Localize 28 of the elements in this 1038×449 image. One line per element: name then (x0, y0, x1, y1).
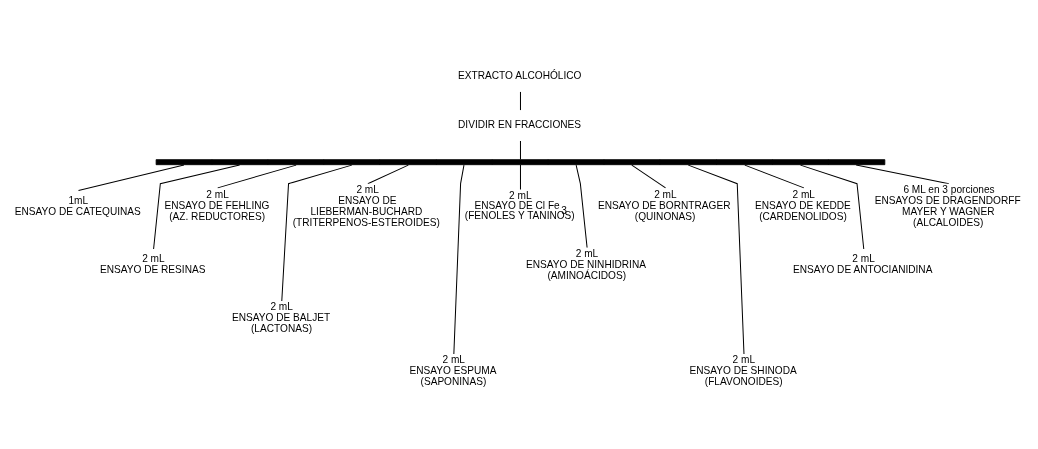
connector (78, 164, 185, 191)
connector (631, 164, 667, 188)
connector (687, 164, 745, 355)
connector (367, 164, 409, 184)
connector (744, 164, 805, 188)
node-text: 6 ML en 3 porciones ENSAYOS DE DRAGENDORFF MAYER Y WAGNER (ALCALOIDES) (874, 183, 1021, 228)
node-text: 2 mL ENSAYO DE ANTOCIANIDINA (792, 252, 933, 275)
node-text: 2 mL ENSAYO DE RESINAS (100, 252, 206, 275)
connector (519, 164, 521, 190)
connector (519, 139, 521, 160)
connector (800, 164, 865, 250)
node-text: 2 mL ENSAYO DE BALJET (LACTONAS) (232, 300, 331, 334)
connector (153, 164, 241, 250)
node-text: EXTRACTO ALCOHÓLICO (458, 69, 582, 81)
node-text: 2 mL ENSAYO DE NINHIDRINA (AMINOÁCIDOS) (525, 247, 646, 281)
connector (217, 164, 297, 188)
node-text: DIVIDIR EN FRACCIONES (458, 118, 582, 130)
node-text: 2 mL ENSAYO DE FEHLING (AZ. REDUCTORES) (164, 188, 270, 222)
node-text: 1mL ENSAYO DE CATEQUINAS (14, 194, 141, 217)
node-text: 2 mL ENSAYO DE SHINODA (FLAVONOIDES) (689, 353, 797, 387)
connector (281, 164, 353, 301)
connector (519, 90, 521, 111)
node-text: 2 mL ENSAYO DE LIEBERMAN-BUCHARD (TRITERPENOS-ESTEROIDES) (292, 183, 440, 228)
node-text: 2 mL ENSAYO DE BORNTRAGER (QUINONAS) (598, 188, 731, 222)
node-text: 2 mL ENSAYO DE KEDDE (CARDENOLIDOS) (754, 188, 851, 222)
node-text: 2 mL ENSAYO ESPUMA (SAPONINAS) (409, 353, 497, 387)
connector (453, 164, 465, 355)
connector (575, 164, 588, 248)
